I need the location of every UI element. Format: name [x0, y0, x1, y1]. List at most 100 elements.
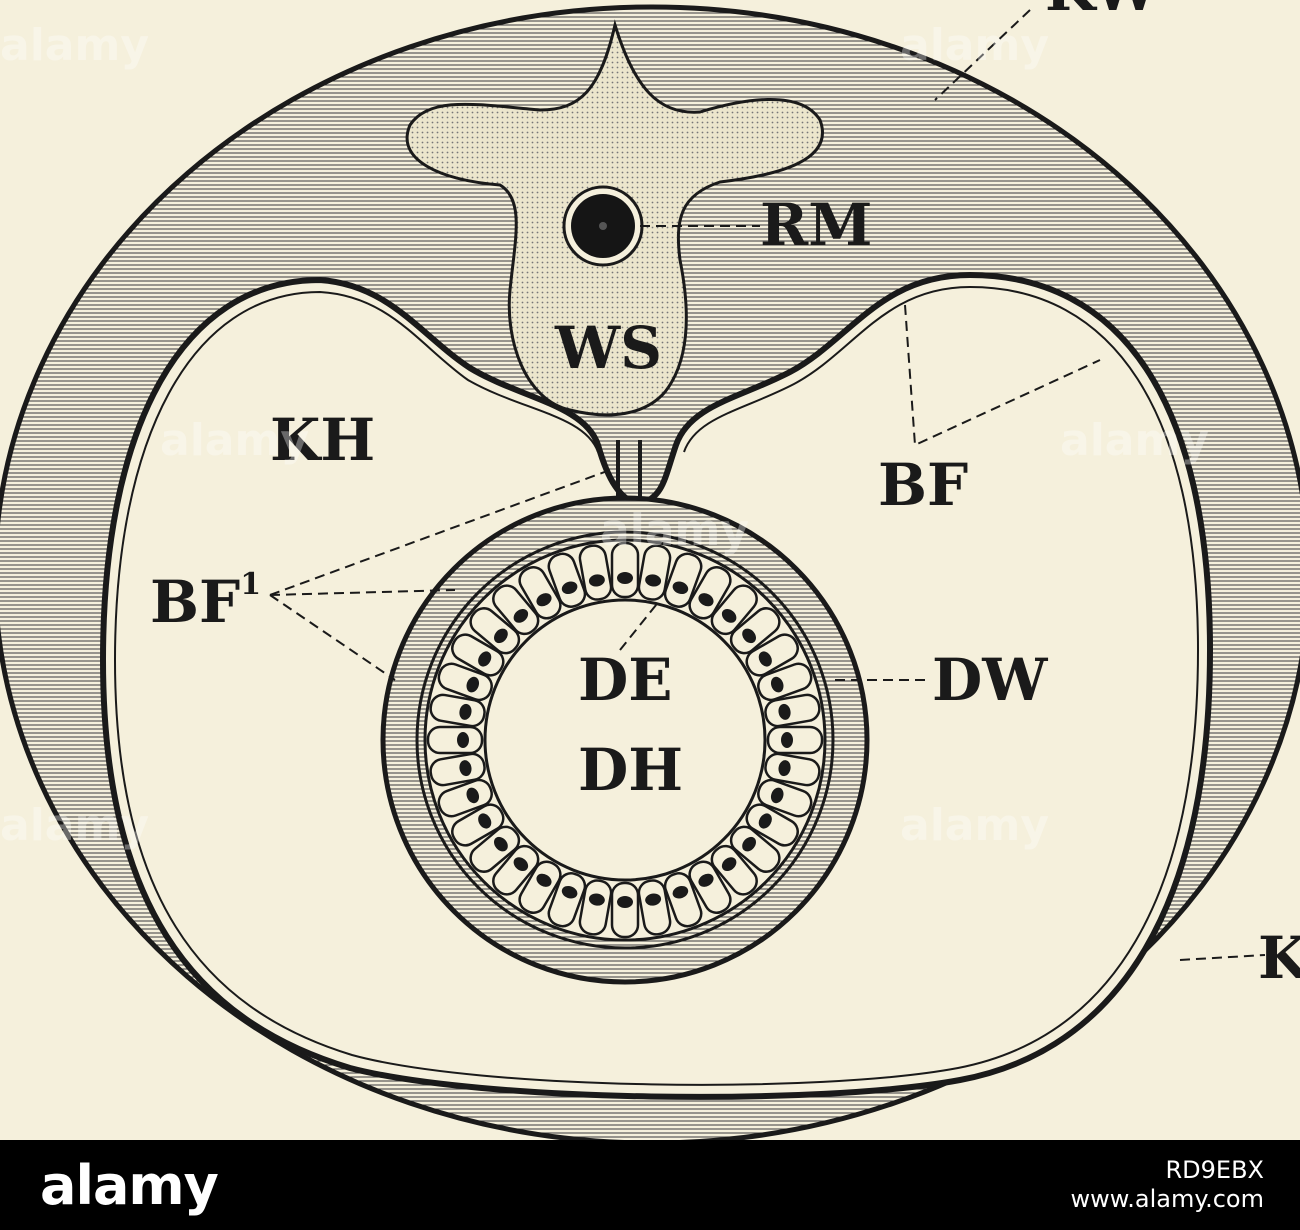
- epithelial-cell: [764, 752, 821, 787]
- watermarks: alamy alamy alamy alamy alamy alamy alam…: [0, 20, 1209, 851]
- epithelial-cell: [469, 825, 521, 873]
- watermark-5: alamy: [600, 505, 749, 556]
- cell-nucleus: [721, 857, 737, 871]
- cell-nucleus: [770, 787, 784, 804]
- leader-lines: [269, 9, 1266, 961]
- epithelial-cell: [637, 544, 672, 601]
- cell-nucleus: [778, 703, 791, 720]
- label-dw: DW: [932, 646, 1048, 714]
- epithelial-cell: [492, 844, 540, 896]
- epithelial-cell: [610, 881, 640, 939]
- cell-nucleus: [781, 732, 793, 748]
- epithelial-cell: [637, 879, 672, 936]
- intestine-wall-inner: [415, 530, 835, 950]
- epithelial-cell: [547, 872, 587, 928]
- cell-nucleus: [494, 836, 508, 852]
- cell-nucleus: [778, 760, 791, 777]
- leader-de: [619, 599, 661, 651]
- cell-nucleus: [478, 813, 492, 829]
- epithelial-cell: [745, 803, 799, 847]
- cell-nucleus: [466, 787, 480, 804]
- epithelial-cell: [663, 872, 703, 928]
- intestine-lumen: [483, 598, 767, 882]
- leader-kw: [934, 9, 1031, 101]
- cell-nucleus: [536, 593, 552, 607]
- cell-nucleus: [645, 893, 662, 906]
- cell-nucleus: [459, 760, 472, 777]
- footer-info: RD9EBX www.alamy.com: [1071, 1156, 1264, 1214]
- epithelial-cell: [757, 778, 813, 818]
- cell-nucleus: [513, 609, 529, 623]
- spinal-cord-canal: [599, 222, 607, 230]
- cell-nucleus: [459, 703, 472, 720]
- cell-nucleus: [457, 732, 469, 748]
- cell-nucleus: [758, 651, 772, 667]
- epithelial-cell: [451, 633, 505, 677]
- leader-bf1-c: [269, 594, 396, 681]
- cell-nucleus: [478, 651, 492, 667]
- cell-nucleus: [698, 593, 714, 607]
- epithelial-cell: [492, 584, 540, 636]
- figure-panel: KW RM WS KH BF BF1 DE DH DW K alamy alam…: [0, 0, 1300, 1140]
- epithelial-cell: [688, 566, 732, 620]
- mesentery: [616, 440, 642, 500]
- epithelial-cell: [757, 662, 813, 702]
- epithelial-cell: [437, 778, 493, 818]
- body-cavity-inner-line: [113, 285, 1200, 1086]
- leader-bf1-a: [269, 469, 611, 596]
- cell-nucleus: [536, 873, 552, 887]
- epithelial-cell: [710, 844, 758, 896]
- watermark-7: alamy: [900, 800, 1049, 851]
- cell-nucleus: [494, 628, 508, 644]
- epithelial-cell: [451, 803, 505, 847]
- label-dh: DH: [578, 736, 683, 804]
- label-kh: KH: [270, 406, 375, 474]
- label-rm: RM: [760, 191, 872, 259]
- cell-nucleus: [742, 628, 756, 644]
- epithelial-cells: [426, 541, 824, 939]
- epithelial-cell: [547, 552, 587, 608]
- label-bf1-superscript: 1: [240, 567, 261, 602]
- epithelial-cell: [429, 752, 486, 787]
- epithelial-cell: [710, 584, 758, 636]
- leader-bf-a: [904, 304, 1101, 447]
- epithelial-cell: [688, 860, 732, 914]
- cell-nucleus: [758, 813, 772, 829]
- image-id: RD9EBX: [1165, 1156, 1265, 1184]
- label-ws: WS: [554, 314, 662, 382]
- epithelial-cell: [729, 825, 781, 873]
- label-de: DE: [578, 646, 673, 714]
- cell-nucleus: [672, 885, 689, 899]
- cell-nucleus: [513, 857, 529, 871]
- cell-nucleus: [617, 896, 633, 908]
- label-k: K: [1258, 924, 1300, 992]
- site-url: www.alamy.com: [1070, 1185, 1264, 1213]
- epithelial-cell: [578, 544, 613, 601]
- cell-nucleus: [588, 893, 605, 906]
- cross-section-diagram: KW RM WS KH BF BF1 DE DH DW K alamy alam…: [0, 0, 1300, 1140]
- watermark-4: alamy: [1060, 415, 1209, 466]
- cell-nucleus: [617, 572, 633, 584]
- label-bf1: BF1: [150, 567, 261, 636]
- epithelial-cell: [729, 607, 781, 655]
- cell-nucleus: [672, 581, 689, 595]
- watermark-1: alamy: [0, 20, 149, 71]
- epithelial-cell: [764, 693, 821, 728]
- cell-nucleus: [466, 676, 480, 693]
- cell-nucleus: [721, 609, 737, 623]
- cell-nucleus: [561, 581, 578, 595]
- label-bf1-main: BF: [150, 568, 240, 636]
- epithelial-cell: [610, 541, 640, 599]
- footer-bar: alamy RD9EBX www.alamy.com: [0, 1140, 1300, 1230]
- watermark-3: alamy: [160, 415, 309, 466]
- epithelial-cell: [745, 633, 799, 677]
- epithelial-cell: [426, 725, 484, 755]
- cell-nucleus: [698, 873, 714, 887]
- epithelial-cell: [429, 693, 486, 728]
- footer-logo: alamy: [40, 1154, 219, 1217]
- leader-k: [1179, 954, 1266, 961]
- epithelial-cell: [518, 860, 562, 914]
- cell-nucleus: [561, 885, 578, 899]
- epithelial-cell: [663, 552, 703, 608]
- watermark-6: alamy: [0, 800, 149, 851]
